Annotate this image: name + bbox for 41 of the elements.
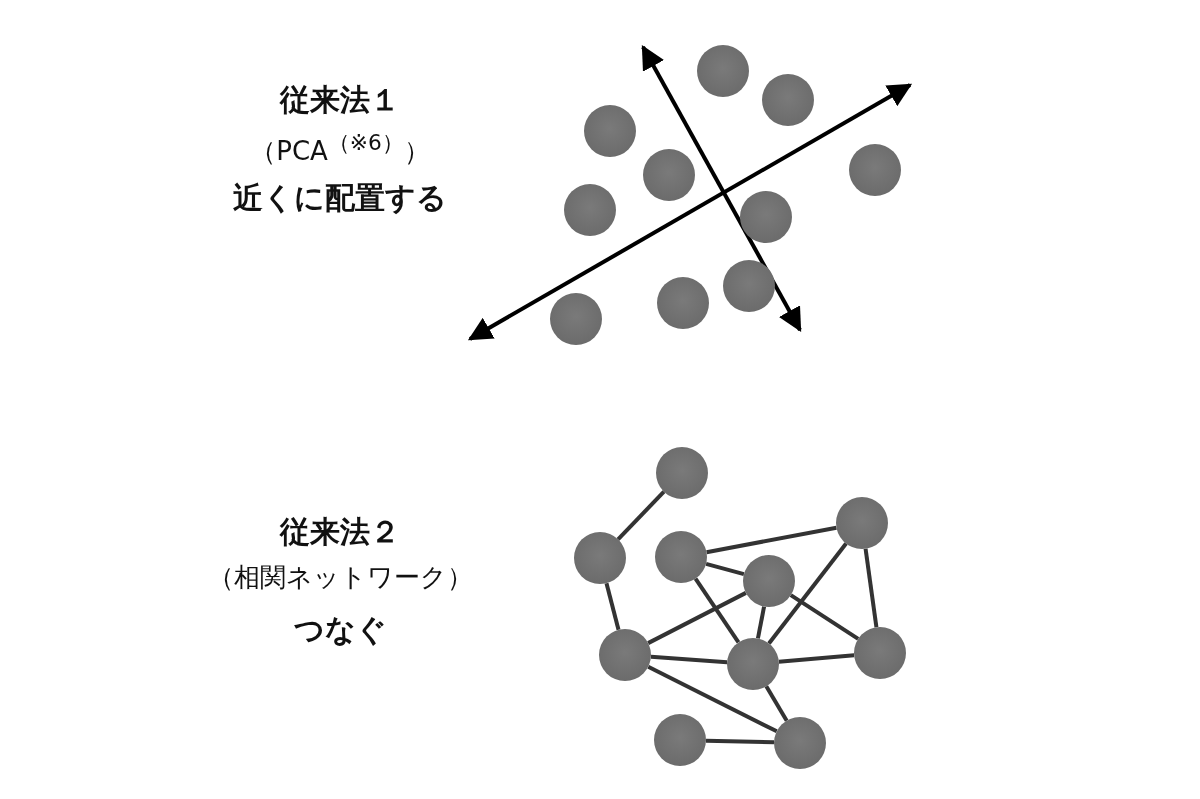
circle-node [762,74,814,126]
connector-line [706,525,837,555]
connector-line [705,561,745,577]
connector-line [764,685,789,722]
circle-node [740,191,792,243]
circle-node [849,144,901,196]
circle-node [723,260,775,312]
heading-text: つなぐ [292,611,388,649]
heading-text: 従来法２ [278,513,401,551]
connector-line [616,490,666,541]
circle-node [656,447,708,499]
subtitle-text: （相関ネットワーク） [206,561,474,594]
heading-text: 従来法１ [278,81,401,119]
circle-node [774,717,826,769]
circle-node [574,532,626,584]
connector-line [789,593,860,641]
circle-node [697,45,749,97]
circle-node [599,629,651,681]
connector-line [778,653,855,664]
circle-node [743,555,795,607]
connector-line [863,548,879,628]
circle-node [584,105,636,157]
connector-line [647,664,778,734]
connector-line [767,542,848,645]
circle-node [564,184,616,236]
circle-node [643,149,695,201]
connector-line [647,591,747,645]
circle-node [836,497,888,549]
subtitle-text: （PCA$^{（※6）}$） [249,129,431,168]
circle-node [657,277,709,329]
circle-node [854,627,906,679]
circle-node [655,531,707,583]
connector-line [604,582,621,631]
circle-node [654,714,706,766]
circle-node [727,638,779,690]
connector-line [705,738,775,745]
connector-line [693,577,741,644]
circle-node [550,293,602,345]
connector-line [755,606,767,639]
heading-text: 近くに配置する [232,179,448,217]
connector-line [650,654,728,665]
